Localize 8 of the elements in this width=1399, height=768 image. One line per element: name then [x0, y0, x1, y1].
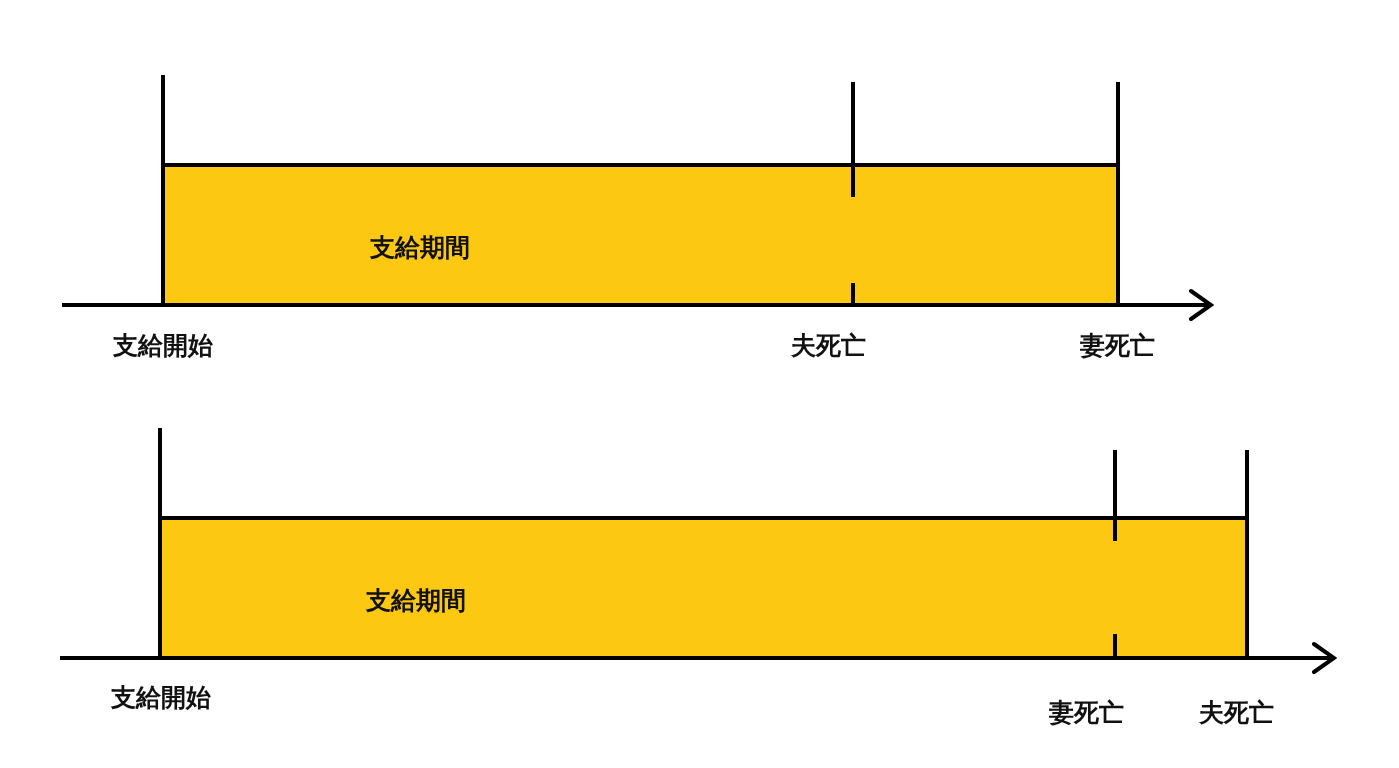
bar-label: 支給期間 [370, 233, 470, 263]
event-label: 夫死亡 [1199, 698, 1274, 728]
start-label: 支給開始 [111, 683, 211, 713]
event-label: 妻死亡 [1080, 331, 1155, 361]
bar-label: 支給期間 [366, 586, 466, 616]
start-label: 支給開始 [113, 331, 213, 361]
event-label: 夫死亡 [791, 331, 866, 361]
event-label: 妻死亡 [1049, 698, 1124, 728]
